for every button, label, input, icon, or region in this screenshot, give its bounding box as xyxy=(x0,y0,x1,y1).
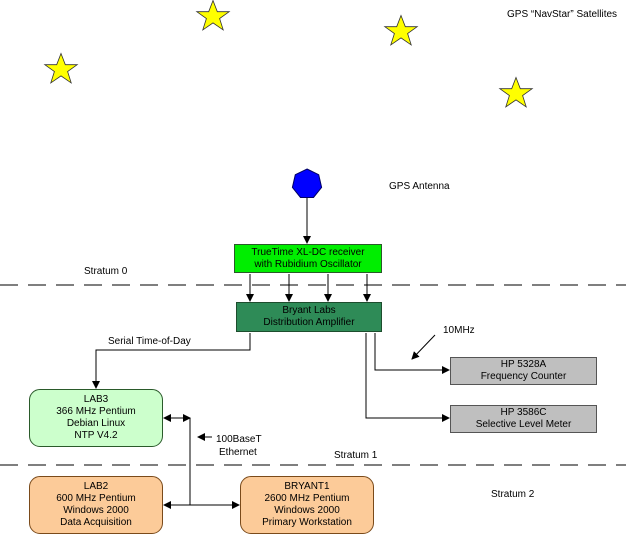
stratum-0-label: Stratum 0 xyxy=(84,266,128,277)
node-label: Windows 2000 xyxy=(274,505,340,516)
node-label: Distribution Amplifier xyxy=(263,317,355,328)
node-label: Frequency Counter xyxy=(480,371,567,382)
node-label: with Rubidium Oscillator xyxy=(254,258,362,270)
distribution-amplifier-box: Bryant Labs Distribution Amplifier xyxy=(236,302,382,332)
ethernet-label-line1: 100BaseT xyxy=(216,434,262,445)
node-label: LAB2 xyxy=(83,481,109,492)
node-label: 366 MHz Pentium xyxy=(56,406,136,417)
tenmhz-callout-arrow xyxy=(411,334,436,360)
gps-antenna-icon xyxy=(291,168,323,198)
satellite-star-icon xyxy=(498,76,534,108)
antenna-label: GPS Antenna xyxy=(389,181,450,192)
hp-5328a-box: HP 5328A Frequency Counter xyxy=(450,357,597,385)
node-label: NTP V4.2 xyxy=(74,430,118,441)
node-label: Selective Level Meter xyxy=(475,419,572,430)
truetime-receiver-box: TrueTime XL-DC receiver with Rubidium Os… xyxy=(234,244,382,273)
bryant1-node: BRYANT1 2600 MHz Pentium Windows 2000 Pr… xyxy=(240,476,374,534)
node-label: Primary Workstation xyxy=(262,517,352,528)
node-label: TrueTime XL-DC receiver xyxy=(251,246,365,258)
node-label: HP 3586C xyxy=(500,407,547,418)
hp-3586c-box: HP 3586C Selective Level Meter xyxy=(450,405,597,433)
stratum-2-label: Stratum 2 xyxy=(491,489,535,500)
tenmhz-label: 10MHz xyxy=(443,325,475,336)
satellite-star-icon xyxy=(43,52,79,84)
node-label: 2600 MHz Pentium xyxy=(264,493,350,504)
satellite-star-icon xyxy=(195,0,231,31)
serial-tod-line xyxy=(92,333,251,389)
node-label: Debian Linux xyxy=(66,418,126,429)
node-label: Windows 2000 xyxy=(63,505,129,516)
tenmhz-line-meter xyxy=(365,333,450,422)
node-label: HP 5328A xyxy=(500,359,547,370)
node-label: Data Acquisition xyxy=(60,517,132,528)
node-label: LAB3 xyxy=(83,394,109,405)
lab3-node: LAB3 366 MHz Pentium Debian Linux NTP V4… xyxy=(29,389,163,447)
satellite-star-icon xyxy=(383,14,419,46)
stratum-1-label: Stratum 1 xyxy=(334,450,378,461)
satellites-label: GPS “NavStar” Satellites xyxy=(507,9,618,20)
serial-tod-label: Serial Time-of-Day xyxy=(108,336,191,347)
lab2-node: LAB2 600 MHz Pentium Windows 2000 Data A… xyxy=(29,476,163,534)
node-label: 600 MHz Pentium xyxy=(56,493,136,504)
node-label: BRYANT1 xyxy=(284,481,330,492)
node-label: Bryant Labs xyxy=(282,305,336,316)
ethernet-label-line2: Ethernet xyxy=(219,447,257,458)
tenmhz-line-counter xyxy=(374,333,450,374)
